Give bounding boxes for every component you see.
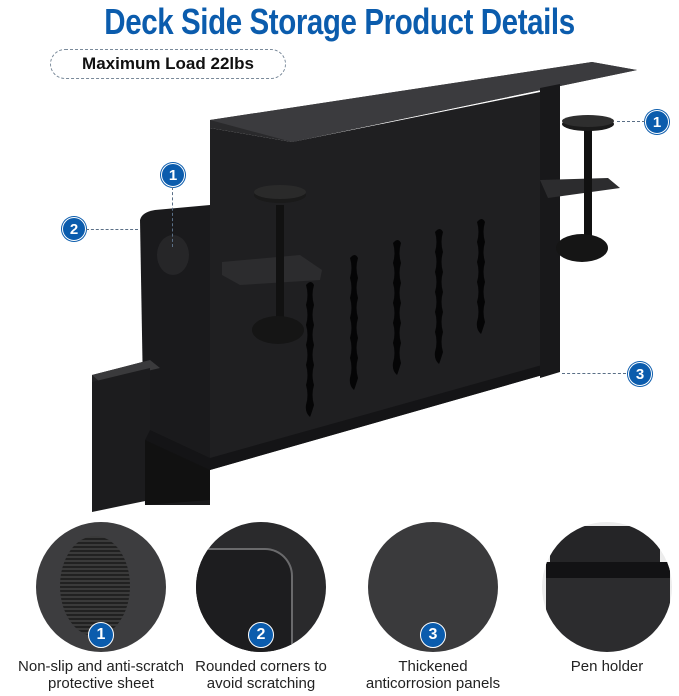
detail-pen-holder: Pen holder (522, 522, 679, 675)
textured-pad-closeup-icon: 1 (36, 522, 166, 652)
desk-side-storage-product-image (92, 62, 637, 512)
detail-nonslip: 1 Non-slip and anti-scratch protective s… (16, 522, 186, 692)
detail-caption: Thickened anticorrosion panels (365, 658, 501, 692)
rounded-corner-closeup-icon: 2 (196, 522, 326, 652)
callout-1-right-line (617, 121, 645, 122)
detail-caption: Rounded corners to avoid scratching (195, 658, 327, 692)
callout-3-right: 3 (628, 362, 652, 386)
detail-number-badge: 1 (88, 622, 114, 648)
max-load-badge: Maximum Load 22lbs (50, 49, 286, 79)
callout-1-left-line (172, 187, 173, 247)
detail-caption: Non-slip and anti-scratch protective she… (18, 658, 184, 692)
callout-1-left: 1 (161, 163, 185, 187)
pen-holder-icon (542, 522, 672, 652)
detail-rounded-corners: 2 Rounded corners to avoid scratching (176, 522, 346, 692)
detail-caption: Pen holder (570, 658, 644, 675)
left-clamp (222, 185, 322, 344)
detail-number-badge: 2 (248, 622, 274, 648)
callout-3-right-line (562, 373, 626, 374)
right-clamp (540, 115, 620, 262)
page-title: Deck Side Storage Product Details (104, 1, 575, 42)
panel-surface-closeup-icon: 3 (368, 522, 498, 652)
detail-number-badge: 3 (420, 622, 446, 648)
callout-2-left-line (86, 229, 138, 230)
callout-2-left: 2 (62, 217, 86, 241)
callout-1-right: 1 (645, 110, 669, 134)
detail-thickened-panels: 3 Thickened anticorrosion panels (348, 522, 518, 692)
